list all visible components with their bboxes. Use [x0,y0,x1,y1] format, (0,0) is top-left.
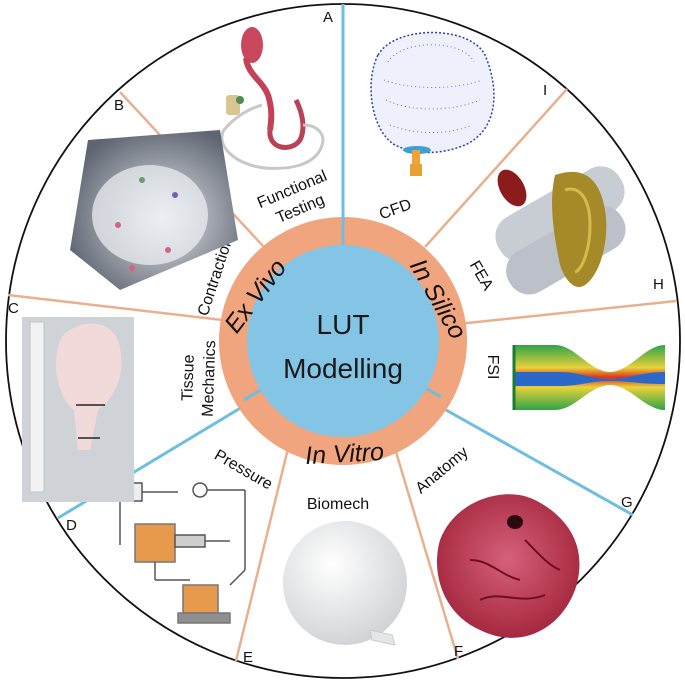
fsi-model-image [512,345,665,410]
panel-letter-f: F [454,643,463,660]
panel-letter-d: D [66,517,77,534]
panel-letter-i: I [543,82,547,99]
divider-e [234,427,295,662]
center-title-line1: LUT [317,309,370,340]
ring-label-in-vitro: In Vitro [305,438,385,470]
panel-g-label: FSI [484,355,501,380]
fea-model-image [495,166,626,295]
panel-e-label: Biomech [307,496,369,513]
divider-i [424,88,568,248]
divider-g [429,399,634,517]
dividers [7,4,677,662]
divider-c [7,293,249,325]
panel-letter-g: G [621,494,633,511]
panel-letter-h: H [653,276,664,293]
panel-c-label-line2: Mechanics [200,340,220,417]
balloon-image [283,521,407,646]
tissue-mechanics-image [22,317,134,502]
panel-letter-a: A [323,9,333,26]
cfd-mesh-image [370,31,495,176]
catheter-image [220,27,325,170]
panel-c-label-line1: Tissue [179,354,198,401]
panel-c-label: Tissue Mechanics [179,340,220,417]
panel-letter-e: E [243,649,253,666]
panel-letter-c: C [8,300,19,317]
center-circle [247,245,439,437]
contraction-image [70,130,238,290]
panel-letter-b: B [114,97,124,114]
divider-h [438,299,677,328]
pressure-circuit-image [111,482,246,624]
center-title-line2: Modelling [283,353,403,384]
anatomy-image [436,494,580,638]
divider-f [388,431,460,660]
